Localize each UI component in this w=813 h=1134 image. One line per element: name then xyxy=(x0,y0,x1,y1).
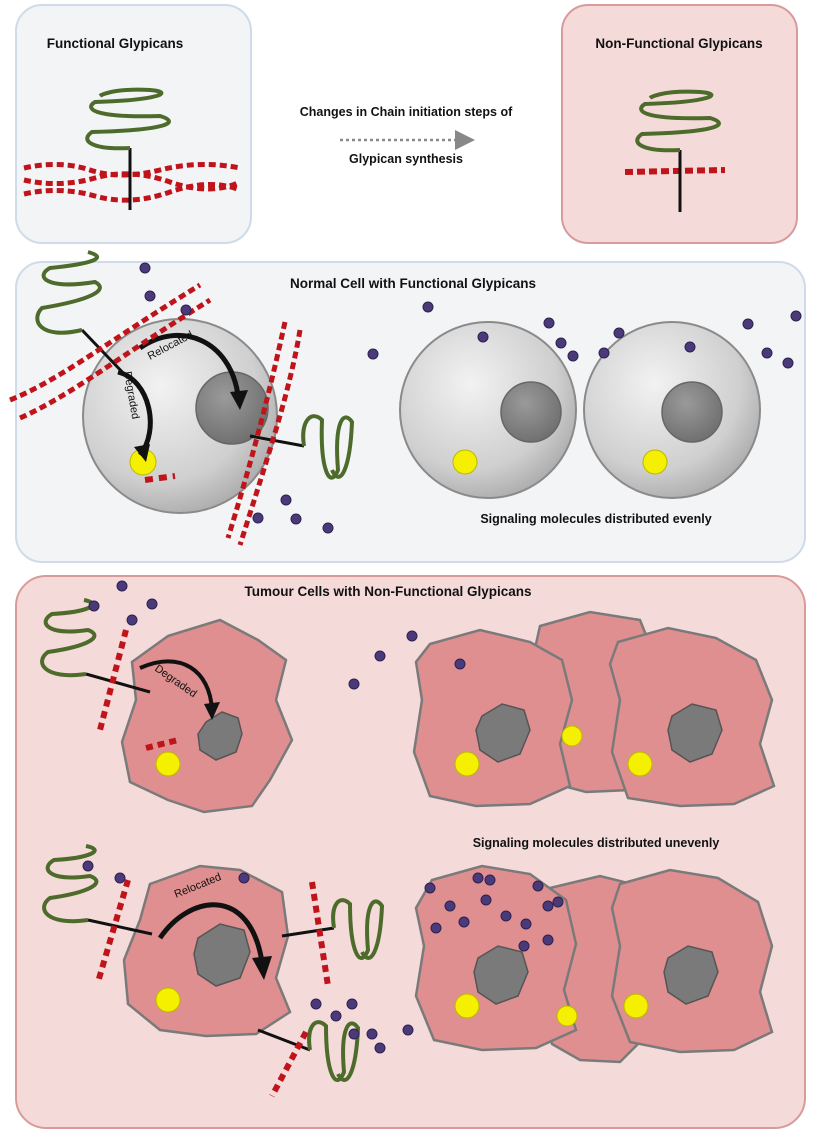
normal-cell-1 xyxy=(82,318,278,514)
tumour-glypican-b-right xyxy=(281,898,385,960)
non-functional-panel-title: Non-Functional Glypicans xyxy=(595,36,762,51)
tumour-heparan-b-bottom xyxy=(269,1030,309,1098)
tumour-cluster-bottom xyxy=(414,864,774,1064)
tumour-cluster-top xyxy=(412,610,776,808)
tumour-caption: Signaling molecules distributed unevenly xyxy=(473,836,720,850)
tumour-heparan-a xyxy=(97,629,129,731)
transition-arrow: Changes in Chain initiation steps of Gly… xyxy=(300,105,513,166)
normal-glypican-upper-left xyxy=(35,250,130,380)
tumour-heparan-b-right xyxy=(309,881,331,987)
normal-cell-panel-title: Normal Cell with Functional Glypicans xyxy=(290,276,536,291)
tumour-panel-title: Tumour Cells with Non-Functional Glypica… xyxy=(244,584,531,599)
normal-cell-3 xyxy=(583,321,761,499)
normal-heparan-upper-left xyxy=(9,282,212,421)
functional-panel-title: Functional Glypicans xyxy=(47,36,184,51)
normal-cell-2 xyxy=(399,321,577,499)
normal-caption: Signaling molecules distributed evenly xyxy=(480,512,711,526)
functional-heparan-chains xyxy=(23,161,242,203)
transition-line2: Glypican synthesis xyxy=(349,152,463,166)
non-functional-heparan-chain xyxy=(624,167,726,175)
non-functional-panel xyxy=(561,4,798,244)
tumour-cell-b xyxy=(122,864,292,1038)
tumour-heparan-b-left xyxy=(95,879,131,983)
tumour-glypican-a xyxy=(40,598,151,694)
transition-line1: Changes in Chain initiation steps of xyxy=(300,105,513,119)
normal-glypican-right xyxy=(249,414,355,480)
tumour-cell-a xyxy=(120,618,294,814)
normal-signaling-molecules xyxy=(139,262,802,534)
non-functional-glypican xyxy=(635,89,721,212)
functional-glypican xyxy=(85,87,171,210)
tumour-glypican-b-left xyxy=(42,844,153,936)
tumour-signaling-molecules xyxy=(82,580,564,1054)
normal-heparan-right xyxy=(225,321,303,546)
